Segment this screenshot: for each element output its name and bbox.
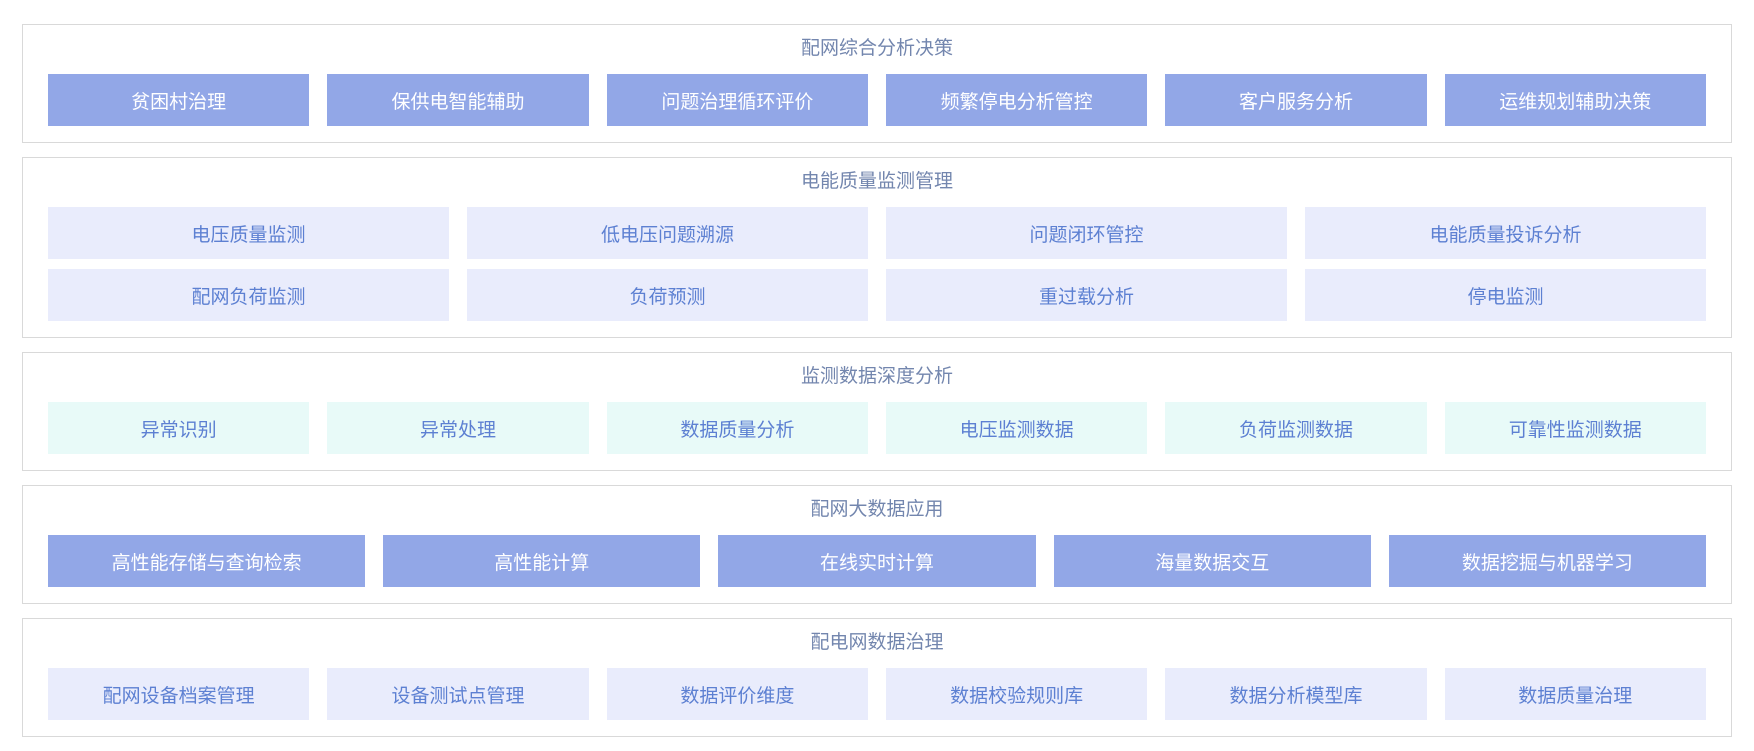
module-button[interactable]: 配网负荷监测 [48,269,449,321]
module-button[interactable]: 问题闭环管控 [886,207,1287,259]
section-title: 配电网数据治理 [810,632,944,653]
button-row: 配网负荷监测负荷预测重过载分析停电监测 [48,269,1706,321]
module-button[interactable]: 数据评价维度 [606,668,868,720]
module-button[interactable]: 数据挖掘与机器学习 [1388,535,1707,587]
module-button[interactable]: 数据质量治理 [1444,668,1706,720]
module-button[interactable]: 负荷预测 [467,269,868,321]
section-title: 配网综合分析决策 [800,38,953,59]
module-button[interactable]: 频繁停电分析管控 [885,74,1148,126]
section-title: 配网大数据应用 [810,499,944,520]
section-title: 监测数据深度分析 [800,366,953,387]
section-rows: 贫困村治理保供电智能辅助问题治理循环评价频繁停电分析管控客户服务分析运维规划辅助… [48,74,1706,126]
module-button[interactable]: 负荷监测数据 [1165,402,1427,454]
section-rows: 电压质量监测低电压问题溯源问题闭环管控电能质量投诉分析配网负荷监测负荷预测重过载… [48,207,1706,321]
module-button[interactable]: 数据质量分析 [606,402,868,454]
module-button[interactable]: 贫困村治理 [48,74,310,126]
module-button[interactable]: 电压监测数据 [885,402,1148,454]
section-panel: 配网大数据应用 高性能存储与查询检索高性能计算在线实时计算海量数据交互数据挖掘与… [22,485,1732,604]
module-button[interactable]: 高性能计算 [383,535,701,587]
button-row: 高性能存储与查询检索高性能计算在线实时计算海量数据交互数据挖掘与机器学习 [48,535,1707,587]
module-button[interactable]: 低电压问题溯源 [467,207,868,259]
module-button[interactable]: 海量数据交互 [1053,535,1371,587]
module-button[interactable]: 高性能存储与查询检索 [48,535,366,587]
module-button[interactable]: 客户服务分析 [1165,74,1427,126]
section-panel: 配网综合分析决策 贫困村治理保供电智能辅助问题治理循环评价频繁停电分析管控客户服… [22,24,1732,143]
module-button[interactable]: 异常识别 [48,402,310,454]
button-row: 配网设备档案管理设备测试点管理数据评价维度数据校验规则库数据分析模型库数据质量治… [48,668,1706,720]
button-row: 贫困村治理保供电智能辅助问题治理循环评价频繁停电分析管控客户服务分析运维规划辅助… [48,74,1706,126]
section-panel: 配电网数据治理 配网设备档案管理设备测试点管理数据评价维度数据校验规则库数据分析… [22,618,1732,737]
section-rows: 配网设备档案管理设备测试点管理数据评价维度数据校验规则库数据分析模型库数据质量治… [48,668,1706,720]
module-button[interactable]: 重过载分析 [886,269,1287,321]
module-button[interactable]: 运维规划辅助决策 [1444,74,1706,126]
section-rows: 高性能存储与查询检索高性能计算在线实时计算海量数据交互数据挖掘与机器学习 [48,535,1707,587]
module-button[interactable]: 配网设备档案管理 [48,668,310,720]
section-panel: 监测数据深度分析 异常识别异常处理数据质量分析电压监测数据负荷监测数据可靠性监测… [22,352,1732,471]
module-button[interactable]: 问题治理循环评价 [606,74,868,126]
section-panel: 电能质量监测管理 电压质量监测低电压问题溯源问题闭环管控电能质量投诉分析配网负荷… [22,157,1732,338]
button-row: 异常识别异常处理数据质量分析电压监测数据负荷监测数据可靠性监测数据 [48,402,1706,454]
section-title: 电能质量监测管理 [800,171,953,192]
button-row: 电压质量监测低电压问题溯源问题闭环管控电能质量投诉分析 [48,207,1706,259]
section-rows: 异常识别异常处理数据质量分析电压监测数据负荷监测数据可靠性监测数据 [48,402,1706,454]
module-button[interactable]: 电能质量投诉分析 [1305,207,1706,259]
module-button[interactable]: 数据校验规则库 [885,668,1148,720]
module-button[interactable]: 数据分析模型库 [1165,668,1427,720]
module-button[interactable]: 异常处理 [327,402,589,454]
module-button[interactable]: 设备测试点管理 [327,668,589,720]
module-button[interactable]: 可靠性监测数据 [1444,402,1706,454]
module-button[interactable]: 电压质量监测 [48,207,449,259]
module-button[interactable]: 停电监测 [1305,269,1706,321]
module-button[interactable]: 在线实时计算 [718,535,1036,587]
module-button[interactable]: 保供电智能辅助 [327,74,589,126]
